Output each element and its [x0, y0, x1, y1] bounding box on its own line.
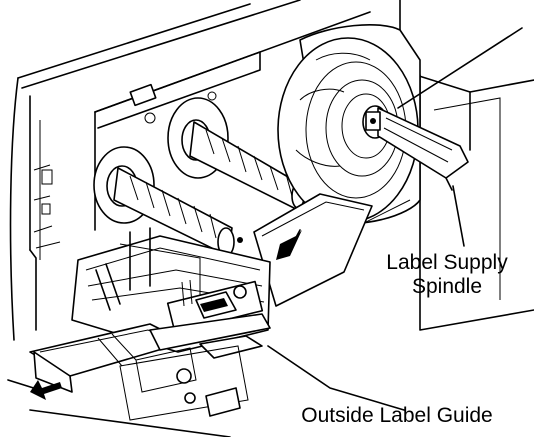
label-guide-plate [253, 193, 373, 307]
label-supply-spindle [362, 105, 469, 191]
rear-plate [94, 51, 261, 129]
label-supply-spindle-callout: Label Supply Spindle [380, 251, 514, 299]
leader-line-spindle [452, 185, 465, 247]
label-supply-roll [277, 24, 421, 241]
leader-line-guide [267, 345, 405, 411]
leader-lines [267, 27, 523, 411]
label-supply-spindle-line2: Spindle [411, 275, 483, 298]
leader-line-roll [397, 27, 523, 109]
label-supply-spindle-line1: Label Supply [386, 251, 508, 274]
outside-label-guide [97, 313, 271, 421]
outside-label-guide-callout: Outside Label Guide [301, 404, 493, 427]
ribbon-rewind-spindle [93, 146, 243, 257]
